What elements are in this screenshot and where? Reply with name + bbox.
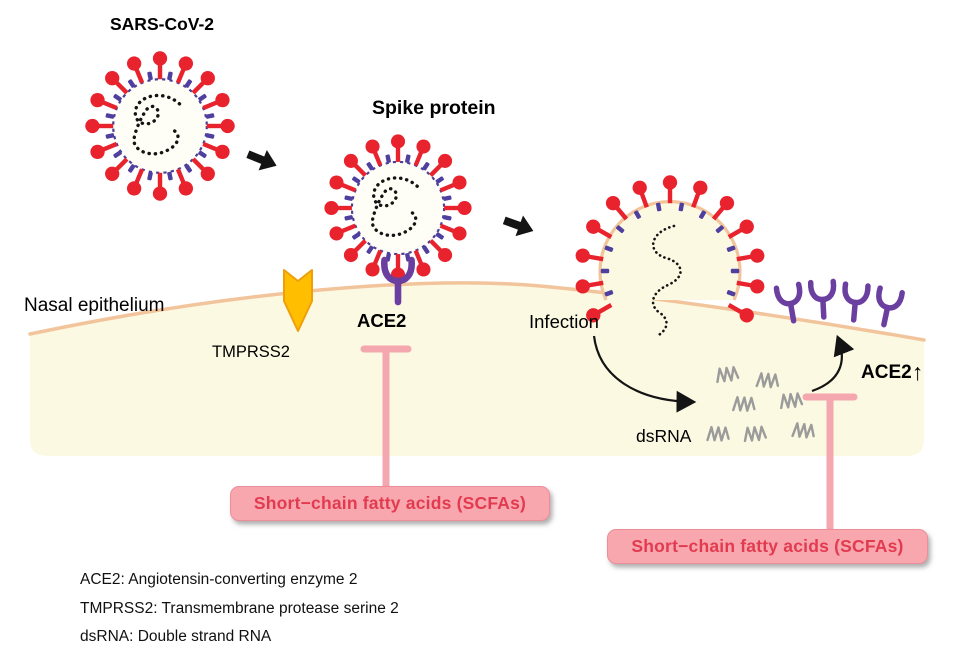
tmprss2-protease-icon bbox=[283, 269, 313, 332]
virus-particle-1 bbox=[85, 51, 235, 201]
scfa-inhibition-left bbox=[360, 345, 412, 492]
spike-protein-label: Spike protein bbox=[372, 97, 496, 119]
legend-line-ace2: ACE2: Angiotensin-converting enzyme 2 bbox=[80, 571, 358, 588]
legend-line-tmprss2: TMPRSS2: Transmembrane protease serine 2 bbox=[80, 599, 399, 617]
scfa-box-right-label: Short−chain fatty acids (SCFAs) bbox=[631, 536, 904, 556]
ace2-upregulated-label: ACE2↑ bbox=[861, 359, 923, 385]
infection-label: Infection bbox=[529, 311, 599, 332]
up-arrow-icon: ↑ bbox=[911, 359, 924, 385]
nasal-epithelium-region bbox=[28, 281, 926, 456]
sars-cov-2-label: SARS-CoV-2 bbox=[110, 14, 215, 34]
abbreviation-legend: ACE2: Angiotensin-converting enzyme 2 TM… bbox=[80, 566, 399, 652]
scfa-box-left-label: Short−chain fatty acids (SCFAs) bbox=[253, 493, 527, 513]
scfa-box-left: Short−chain fatty acids (SCFAs) bbox=[230, 486, 550, 521]
legend-line-dsrna: dsRNA: Double strand RNA bbox=[80, 628, 272, 645]
tmprss2-label: TMPRSS2 bbox=[212, 343, 290, 361]
ace2-label: ACE2 bbox=[357, 310, 407, 331]
scfa-box-right: Short−chain fatty acids (SCFAs) bbox=[607, 529, 928, 564]
step-arrow-1 bbox=[243, 144, 281, 177]
dsrna-label: dsRNA bbox=[636, 426, 692, 446]
step-arrow-2 bbox=[500, 210, 538, 242]
scfa-inhibition-right bbox=[802, 393, 858, 535]
virus-entering bbox=[574, 175, 765, 338]
dsrna-to-ace2-arrow bbox=[811, 334, 855, 393]
ace2-upregulated-text: ACE2 bbox=[861, 362, 912, 383]
viral-rna-strand bbox=[651, 224, 682, 338]
upregulated-ace2-receptors bbox=[776, 281, 902, 327]
virus-particle-2 bbox=[324, 134, 471, 281]
nasal-epithelium-label: Nasal epithelium bbox=[24, 295, 165, 316]
infection-to-dsrna-arrow bbox=[592, 335, 697, 413]
